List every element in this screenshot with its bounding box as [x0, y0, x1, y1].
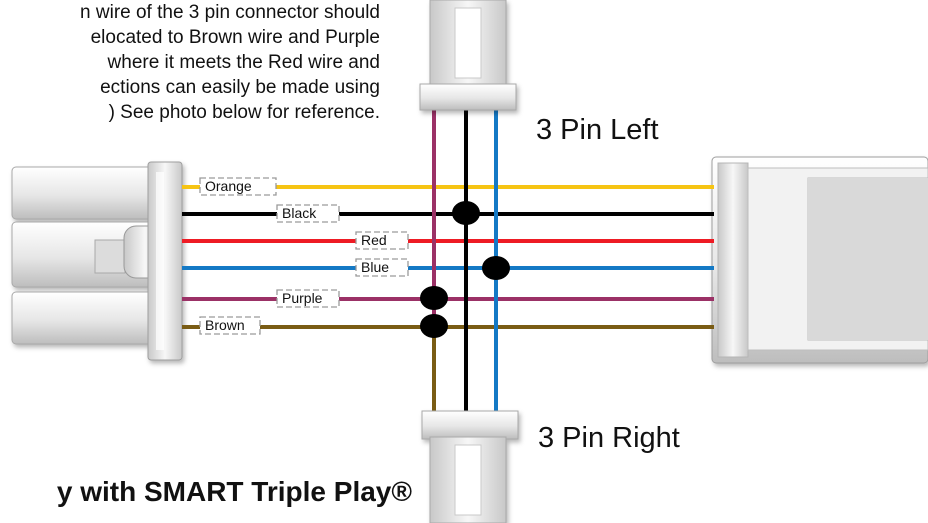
note-line: ections can easily be made using — [100, 77, 380, 98]
wire-label-box — [355, 258, 409, 277]
instruction-note: n wire of the 3 pin connector should elo… — [0, 0, 380, 125]
bottom-3-pin-connector — [421, 410, 519, 523]
wire-label-black: Black — [282, 205, 317, 221]
wire-label-orange: Orange — [205, 178, 252, 194]
pin-label-bottom: 3 Pin Right — [538, 422, 680, 454]
wire-label-box — [355, 231, 409, 250]
note-line: where it meets the Red wire and — [107, 52, 380, 73]
left-connector — [11, 161, 183, 361]
section-heading: y with SMART Triple Play® — [0, 476, 412, 523]
wire-label-red: Red — [361, 232, 387, 248]
note-line: n wire of the 3 pin connector should — [80, 2, 380, 23]
top-3-pin-connector — [419, 0, 517, 111]
splice-junctions — [420, 201, 510, 338]
pin-label-top: 3 Pin Left — [536, 114, 659, 146]
horizontal-wires — [182, 185, 714, 329]
note-line: ) See photo below for reference. — [108, 102, 380, 123]
wire-label-purple: Purple — [282, 290, 323, 306]
right-connector — [711, 156, 928, 364]
wire-label-brown: Brown — [205, 317, 245, 333]
heading-text: y with SMART Triple Play® — [56, 476, 412, 507]
wire-label-box — [276, 204, 340, 223]
note-line: elocated to Brown wire and Purple — [90, 27, 380, 48]
wire-label-blue: Blue — [361, 259, 389, 275]
splice-dot — [452, 201, 480, 225]
wire-label-box — [276, 289, 340, 308]
splice-dot — [420, 314, 448, 338]
splice-dot — [482, 256, 510, 280]
splice-dot — [420, 286, 448, 310]
wire-label-box — [199, 316, 261, 335]
wire-label-box — [199, 177, 277, 196]
